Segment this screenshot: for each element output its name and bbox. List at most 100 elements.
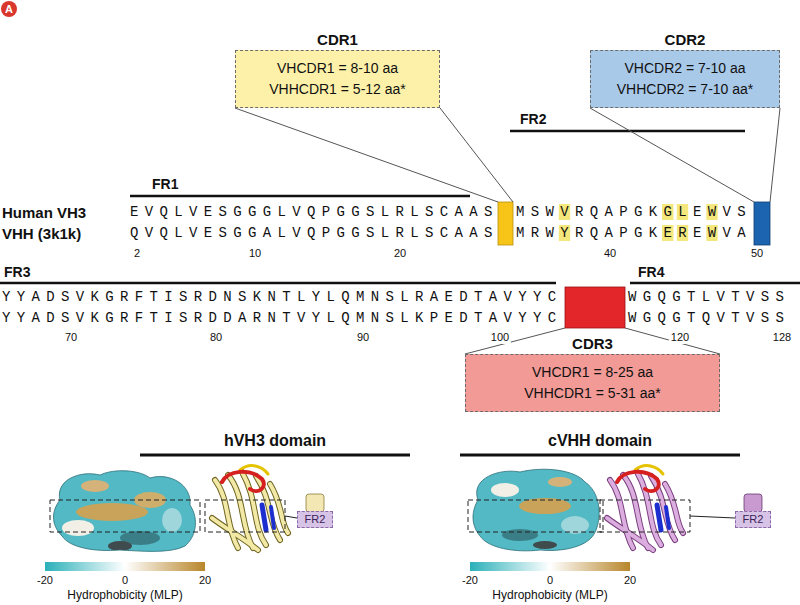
surface-fill bbox=[40, 460, 210, 560]
panel-badge bbox=[1, 1, 17, 17]
surface-patch bbox=[533, 541, 557, 549]
sequence: MSWVRQAPGKGLEWVS bbox=[516, 204, 752, 221]
sequence: WGQGTLVTVSS bbox=[628, 289, 790, 306]
residue-number: 10 bbox=[247, 247, 263, 260]
tick-label: -20 bbox=[37, 574, 53, 587]
row-name: VHH (3k1k) bbox=[2, 225, 81, 242]
callout-text: VHCDR2 = 7-10 aa bbox=[624, 58, 745, 79]
leader-line bbox=[625, 328, 720, 354]
sequence: YYADSVKGRFTISRDNSKNTLYLQMNSLRAEDTAVYYC bbox=[2, 289, 563, 306]
callout-text: FR2 bbox=[743, 513, 764, 526]
cdr2-strand bbox=[657, 505, 661, 530]
strand bbox=[215, 480, 238, 548]
surface-patch bbox=[62, 520, 94, 536]
cdr3-loop bbox=[617, 472, 659, 491]
callout-title: CDR1 bbox=[317, 31, 358, 48]
ribbon-right bbox=[607, 466, 683, 550]
tick-label: 0 bbox=[122, 574, 128, 587]
surface-patch bbox=[162, 508, 182, 532]
callout-text: VHCDR1 = 8-10 aa bbox=[277, 58, 398, 79]
cdr1-block bbox=[498, 202, 513, 245]
panel-heading: hVH3 domain bbox=[224, 431, 326, 450]
tick-label: 0 bbox=[547, 574, 553, 587]
strand bbox=[651, 476, 675, 540]
fr2-icon bbox=[744, 494, 762, 512]
strand bbox=[607, 518, 653, 550]
cdr2-block bbox=[754, 202, 770, 245]
cdr-callout: CDR1VHCDR1 = 8-10 aaVHHCDR1 = 5-12 aa* bbox=[235, 50, 440, 108]
region-bar bbox=[0, 282, 556, 285]
strand bbox=[665, 484, 683, 533]
residue-number: 80 bbox=[208, 331, 224, 344]
surface-patch bbox=[491, 483, 519, 497]
sequence: WGQGTQVTVSS bbox=[628, 310, 790, 327]
region-label: FR3 bbox=[4, 264, 30, 280]
cdr3-block bbox=[565, 287, 625, 328]
panel-heading: cVHH domain bbox=[548, 431, 652, 450]
residue-number: 90 bbox=[355, 331, 371, 344]
colorbar bbox=[45, 562, 205, 571]
region-bar bbox=[130, 195, 470, 198]
pointer-line bbox=[285, 516, 297, 518]
surface-outline bbox=[473, 469, 599, 551]
cdr3-loop bbox=[222, 472, 264, 491]
region-label: FR2 bbox=[520, 111, 546, 127]
colorbar-title: Hydrophobicity (MLP) bbox=[67, 588, 182, 602]
colorbar bbox=[470, 562, 630, 571]
surface-outline bbox=[54, 471, 196, 552]
cdr-callout: CDR3VHCDR1 = 8-25 aaVHHCDR1 = 5-31 aa* bbox=[465, 354, 720, 412]
tick-label: 20 bbox=[199, 574, 211, 587]
cdr2-strand bbox=[262, 505, 266, 530]
residue-number: 50 bbox=[749, 247, 765, 260]
surface-patch bbox=[548, 477, 572, 487]
region-label: FR4 bbox=[638, 264, 664, 280]
strand bbox=[665, 484, 683, 533]
leader-line bbox=[235, 108, 498, 202]
residue-number: 128 bbox=[771, 331, 793, 344]
fr2-icon bbox=[306, 494, 324, 512]
residue-number: 2 bbox=[132, 247, 142, 260]
surface-patch bbox=[81, 480, 109, 492]
fr2-tag: FR2 bbox=[735, 511, 771, 528]
callout-text: VHHCDR1 = 5-12 aa* bbox=[269, 79, 406, 100]
strand bbox=[610, 480, 633, 548]
leader-line bbox=[770, 108, 780, 202]
cdr2-strand bbox=[271, 507, 274, 528]
pointer-line bbox=[690, 516, 735, 518]
colorbar-title: Hydrophobicity (MLP) bbox=[492, 588, 607, 602]
panel-letter: A bbox=[5, 3, 13, 15]
region-box bbox=[468, 500, 603, 532]
leader-line bbox=[440, 108, 513, 202]
residue-number: 20 bbox=[392, 247, 408, 260]
surface-patch bbox=[502, 529, 538, 541]
region-label: FR1 bbox=[152, 176, 178, 192]
strand bbox=[256, 476, 280, 540]
residue-number: 40 bbox=[602, 247, 618, 260]
surface-fill bbox=[460, 460, 610, 560]
leader-line bbox=[465, 328, 565, 354]
heading-bar bbox=[460, 454, 740, 457]
surface-patch bbox=[76, 503, 148, 521]
callout-title: CDR2 bbox=[665, 31, 706, 48]
surface-left bbox=[40, 460, 210, 560]
row-name: Human VH3 bbox=[2, 204, 86, 221]
callout-text: VHHCDR2 = 7-10 aa* bbox=[617, 79, 754, 100]
callout-title: CDR3 bbox=[572, 335, 613, 352]
sequence: EVQLVESGGGLVQPGGSLRLSCAAS bbox=[130, 204, 499, 221]
region-bar bbox=[510, 130, 745, 133]
region-box bbox=[600, 500, 690, 532]
region-box bbox=[205, 500, 285, 532]
callout-text: FR2 bbox=[305, 513, 326, 526]
tick-label: -20 bbox=[462, 574, 478, 587]
strand bbox=[212, 518, 258, 550]
residue-number: 70 bbox=[63, 331, 79, 344]
sequence: QVQLVESGGALVQPGGSLRLSCAAS bbox=[130, 225, 499, 242]
heading-bar bbox=[140, 454, 410, 457]
sequence: MRWYRQAPGKEREWVA bbox=[516, 225, 752, 242]
ribbon-left bbox=[212, 466, 288, 550]
residue-number: 120 bbox=[669, 331, 691, 344]
cdr-callout: CDR2VHCDR2 = 7-10 aaVHHCDR2 = 7-10 aa* bbox=[590, 50, 780, 108]
surface-patch bbox=[561, 516, 589, 534]
surface-right bbox=[460, 460, 610, 560]
cdr2-strand bbox=[666, 507, 669, 528]
